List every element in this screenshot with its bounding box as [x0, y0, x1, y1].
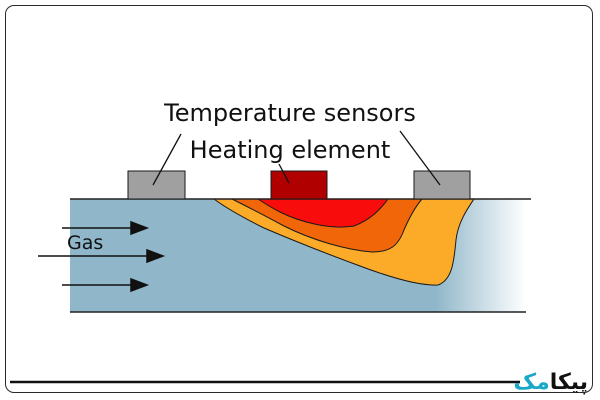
leader-line-sensor-right	[399, 130, 441, 186]
gas-arrow-bottom-head	[130, 277, 150, 293]
heating-element	[270, 170, 328, 200]
gas-arrow-top-head	[130, 220, 150, 236]
heat-plume-inner	[256, 198, 389, 228]
temperature-sensor-left	[127, 170, 186, 200]
label-temperature-sensors: Temperature sensors	[163, 99, 416, 127]
gas-flow-arrows	[38, 220, 166, 293]
gas-arrow-middle-head	[146, 248, 166, 264]
label-gas: Gas	[67, 232, 103, 254]
temperature-sensor-right	[413, 170, 471, 200]
watermark-text-accent: مک	[513, 370, 550, 395]
leader-line-sensor-left	[152, 133, 182, 186]
label-heating-element: Heating element	[190, 136, 391, 164]
leader-line-heater	[278, 163, 290, 184]
watermark-text-main: پیکا	[549, 370, 588, 395]
watermark-logo: پیکامک	[514, 372, 588, 394]
